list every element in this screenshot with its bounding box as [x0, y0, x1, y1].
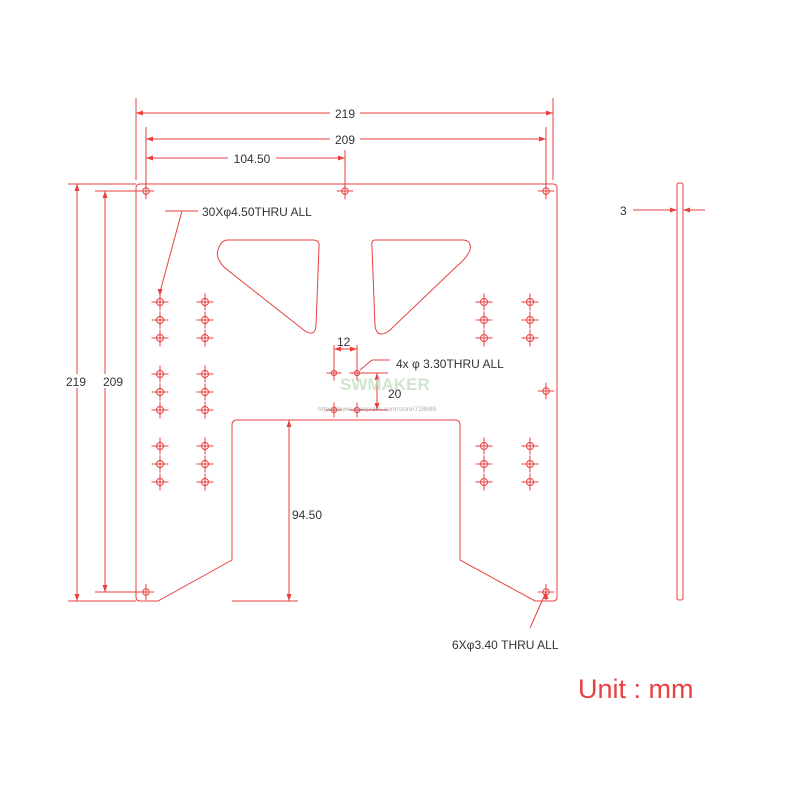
label-bg — [98, 374, 128, 388]
arrow — [543, 592, 549, 599]
arrow — [102, 191, 108, 198]
arrow — [286, 420, 292, 427]
center-spacing-y-label: 20 — [388, 387, 402, 401]
arrow — [338, 155, 345, 161]
hole-span-height-label: 209 — [103, 375, 123, 389]
overall-height-label: 219 — [66, 375, 86, 389]
watermark-url: https://www.aliexpress.com/store/718699 — [318, 406, 437, 413]
overall-width-label: 219 — [335, 107, 355, 121]
mount-holes-callout: 30Xφ4.50THRU ALL — [202, 205, 312, 219]
arrow — [539, 136, 546, 142]
arrow — [102, 585, 108, 592]
arrow — [157, 289, 163, 296]
center-holes-callout: 4x φ 3.30THRU ALL — [396, 357, 504, 371]
arrow — [136, 110, 143, 116]
arrow — [670, 207, 677, 213]
watermark-brand: SWMAKER — [340, 375, 430, 394]
left-triangle-window — [216, 239, 320, 334]
thickness-label: 3 — [620, 204, 627, 218]
corner-holes-callout: 6Xφ3.40 THRU ALL — [452, 638, 559, 652]
arrow — [286, 594, 292, 601]
arrow — [334, 346, 341, 352]
arrow — [546, 110, 553, 116]
side-view-plate — [676, 182, 684, 601]
right-triangle-window — [371, 239, 471, 335]
half-span-label: 104.50 — [234, 152, 271, 166]
hole-span-width-label: 209 — [335, 133, 355, 147]
arrow — [74, 184, 80, 191]
unit-label: Unit : mm — [578, 674, 694, 704]
arrow — [74, 594, 80, 601]
leader-mount — [159, 210, 183, 293]
arrow — [683, 207, 690, 213]
arrow — [146, 155, 153, 161]
cutout-depth-label: 94.50 — [292, 508, 322, 522]
plate-outline — [135, 183, 558, 602]
center-spacing-x-label: 12 — [337, 335, 351, 349]
arrow — [374, 403, 380, 410]
arrow — [146, 136, 153, 142]
leader-corner — [529, 591, 547, 629]
label-bg — [330, 131, 360, 145]
arrow — [350, 346, 357, 352]
arrow — [374, 373, 380, 380]
label-bg — [228, 150, 276, 164]
leader-center — [359, 359, 373, 371]
label-bg — [60, 374, 92, 388]
label-bg — [330, 105, 360, 119]
